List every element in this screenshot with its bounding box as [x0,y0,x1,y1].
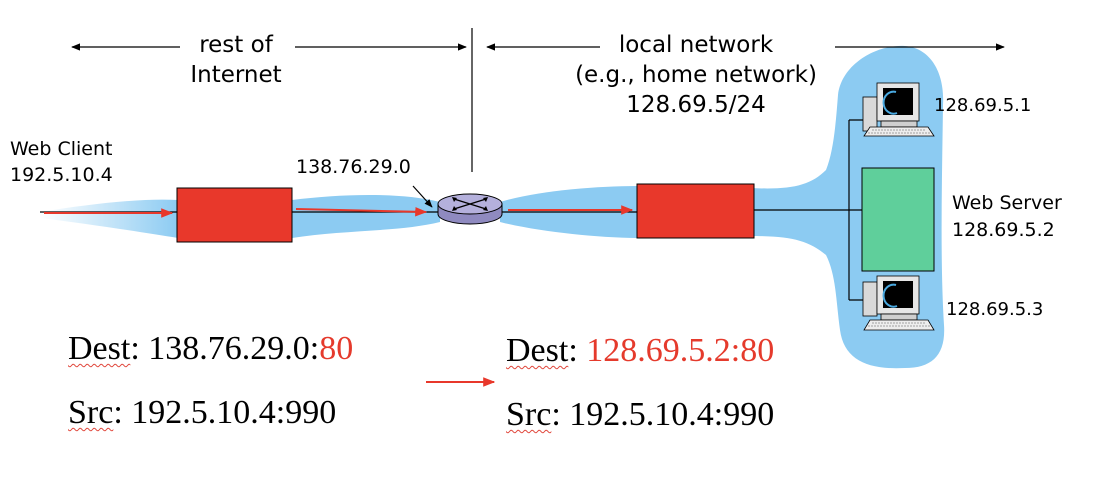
after-dest-value: 128.69.5.2:80 [586,332,775,369]
before-dest-ip: 138.76.29.0: [148,330,320,367]
before-src-sep: : [113,394,132,431]
packet-flow-arrow-nat-out [295,206,428,217]
rest-of-internet-line1: rest of [199,32,273,58]
web-client-ip: 192.5.10.4 [10,164,113,186]
before-dest-sep: : [130,330,149,367]
web-server-label: Web Server 128.69.5.2 [952,190,1062,244]
before-dest-port: 80 [319,330,354,367]
router-icon [437,193,503,225]
local-network-label: local network (e.g., home network) 128.6… [540,30,852,120]
web-server-icon [861,167,935,272]
host1-ip-label: 128.69.5.1 [934,95,1032,116]
host3-ip-label: 128.69.5.3 [946,299,1044,320]
before-dest-label: Dest [68,330,131,367]
before-dest-line: Dest: 138.76.29.0:80 [68,330,353,368]
link-nat-to-router [292,195,440,238]
rest-of-internet-label: rest of Internet [186,30,286,90]
link-client-to-nat [40,199,178,238]
local-network-line1: local network [618,32,774,58]
router-ip-label: 138.76.29.0 [296,156,411,178]
after-dest-sep: : [568,332,587,369]
before-src-label: Src [68,394,114,431]
before-src-line: Src: 192.5.10.4:990 [68,394,336,432]
after-src-label: Src [506,396,552,433]
web-server-name: Web Server [952,192,1062,214]
web-client-label: Web Client 192.5.10.4 [10,136,113,188]
after-dest-label: Dest [506,332,569,369]
after-src-line: Src: 192.5.10.4:990 [506,396,774,434]
local-network-line2: (e.g., home network) [575,62,817,88]
web-client-name: Web Client [10,138,113,160]
after-src-value: 192.5.10.4:990 [569,396,775,433]
before-src-value: 192.5.10.4:990 [131,394,337,431]
web-server-ip: 128.69.5.2 [952,219,1055,241]
computer-host1-icon [862,82,935,137]
after-dest-line: Dest: 128.69.5.2:80 [506,332,774,370]
packet-box-before [176,187,293,243]
after-src-sep: : [551,396,570,433]
local-network-line3: 128.69.5/24 [626,92,766,118]
rest-of-internet-line2: Internet [190,62,282,88]
router-label-pointer [412,185,433,208]
packet-box-after [636,183,755,239]
computer-host3-icon [862,275,935,331]
